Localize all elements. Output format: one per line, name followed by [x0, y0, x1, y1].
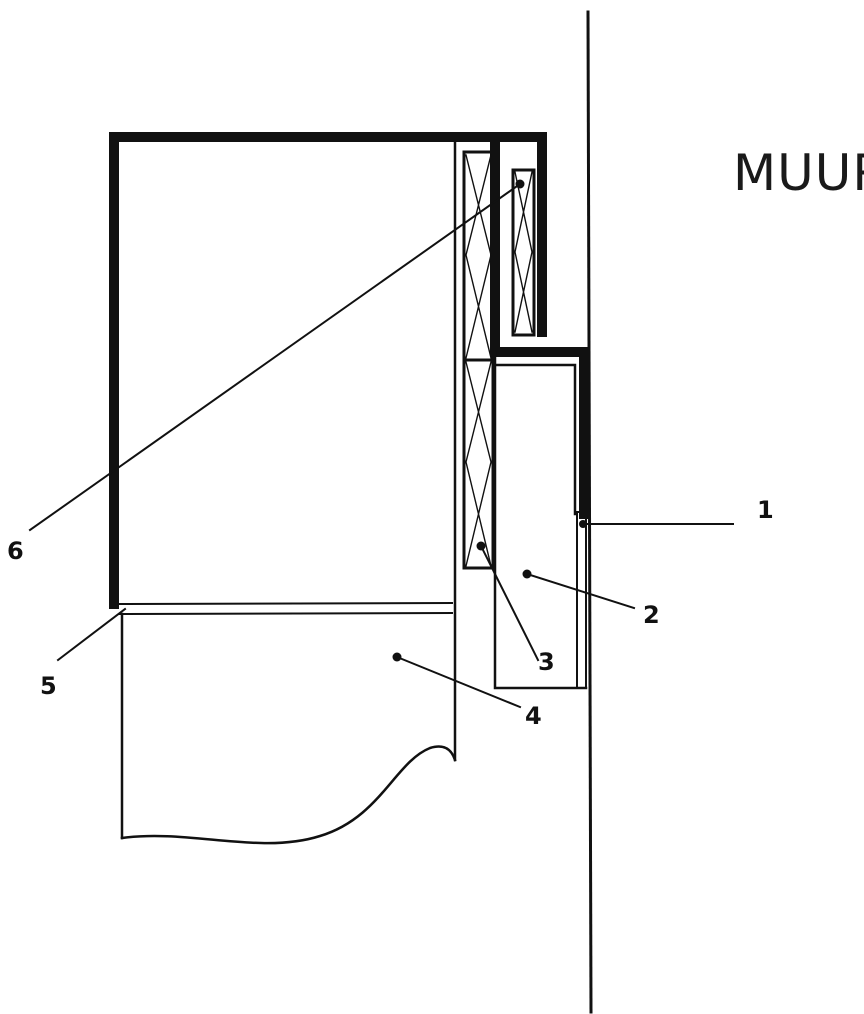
- wall-slot: [576, 511, 587, 689]
- callout-1: 1: [757, 496, 774, 524]
- leader-dot-1: [579, 520, 587, 528]
- leader-line-3: [479, 544, 540, 662]
- leader-line-5: [56, 607, 127, 662]
- lower-panel-break-line: [120, 745, 457, 845]
- lower-cross-element: [462, 358, 495, 570]
- small-cross-element: [511, 168, 536, 337]
- lower-cross-element-braces: [465, 361, 492, 567]
- leader-line-2: [525, 572, 636, 610]
- small-cross-element-braces: [514, 171, 533, 333]
- callout-6: 6: [7, 537, 24, 565]
- callout-5: 5: [40, 672, 57, 700]
- leader-dot-3: [476, 541, 486, 551]
- stepped-thick-profile: [490, 141, 589, 519]
- upper-cross-element: [462, 150, 495, 362]
- leader-dot-4: [392, 652, 402, 662]
- leader-dot-6: [515, 179, 525, 189]
- callout-2: 2: [643, 601, 660, 629]
- chamber-outline: [493, 350, 588, 690]
- callout-4: 4: [525, 702, 542, 730]
- leader-line-4: [395, 655, 522, 709]
- wall-label: MUUR: [733, 144, 864, 202]
- horizontal-divider-bottom: [117, 611, 454, 616]
- leader-dot-2: [522, 569, 532, 579]
- upper-cross-element-braces: [465, 154, 492, 359]
- horizontal-divider-top: [117, 601, 454, 606]
- main-body-thick-outline: [109, 132, 547, 609]
- callout-3: 3: [538, 648, 555, 676]
- wall-line: [586, 10, 593, 1014]
- leader-line-6: [28, 182, 522, 532]
